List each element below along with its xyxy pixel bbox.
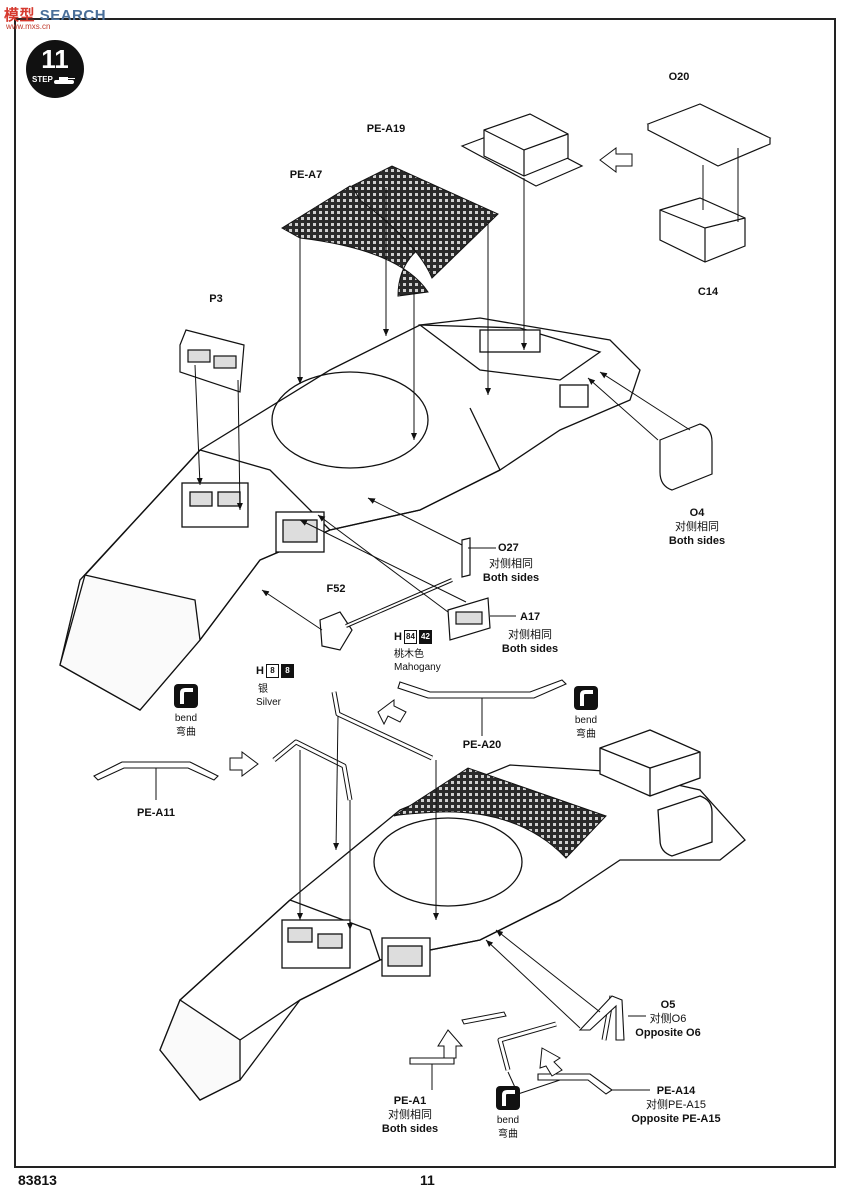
label-silver-en: Silver <box>256 697 282 708</box>
paint-code-box: 8 <box>265 664 279 679</box>
mesh-screen-installed <box>393 767 607 859</box>
label-pe-a7: PE-A7 <box>289 169 323 181</box>
label-p3: P3 <box>209 293 223 305</box>
label-pe-a1: PE-A1 <box>393 1095 427 1107</box>
label-mahogany-cn: 桃木色 <box>394 649 424 660</box>
callout-o5: O5 对侧O6 Opposite O6 <box>635 998 700 1040</box>
watermark-search: SEARCH <box>39 7 107 24</box>
grab-rail-pe-a11 <box>93 761 219 781</box>
label-pe-a1-cn: 对侧相同 <box>387 1109 432 1121</box>
label-c14: C14 <box>697 286 719 298</box>
bend-en: bend <box>574 715 598 726</box>
label-a17-en: Both sides <box>501 643 559 655</box>
bend-en: bend <box>174 713 198 724</box>
label-o4-en: Both sides <box>668 535 726 547</box>
label-pe-a20: PE-A20 <box>462 739 502 751</box>
label-pe-a14-cn: 对侧PE-A15 <box>646 1099 706 1111</box>
label-pe-a14-en: Opposite PE-A15 <box>631 1113 721 1125</box>
step-badge: 11 STEP <box>26 40 84 98</box>
label-o4-cn: 对侧相同 <box>674 521 719 533</box>
instruction-frame <box>14 18 836 1168</box>
bend-en: bend <box>496 1115 520 1126</box>
label-mahogany-en: Mahogany <box>394 662 441 673</box>
part-o5 <box>578 995 625 1041</box>
label-o27-en: Both sides <box>482 572 540 584</box>
paint-code-box: 42 <box>418 630 432 645</box>
callout-o4: O4 对侧相同 Both sides <box>669 506 725 548</box>
upper-hull <box>59 317 641 711</box>
watermark-site: www.mxs.cn <box>6 22 51 31</box>
hollow-arrow-1 <box>599 147 633 173</box>
label-o27: O27 <box>498 542 519 554</box>
bend-icon <box>174 684 198 708</box>
grab-rail-pe-a20 <box>397 679 567 699</box>
page-number: 11 <box>420 1172 435 1188</box>
label-pe-a14: PE-A14 <box>656 1085 696 1097</box>
callout-o27: 对侧相同 Both sides <box>483 557 539 585</box>
shovel-f52 <box>319 578 453 651</box>
bend-cn: 弯曲 <box>498 1129 518 1140</box>
hatch-o20 <box>646 103 772 167</box>
label-pe-a11: PE-A11 <box>137 807 175 819</box>
rail-pe-a14 <box>537 1073 613 1095</box>
label-o20: O20 <box>668 71 690 83</box>
callout-a17: 对侧相同 Both sides <box>502 628 558 656</box>
bend-cn: 弯曲 <box>576 729 596 740</box>
hatch-cover-o4 <box>659 423 713 491</box>
hatch-assembled <box>460 113 584 187</box>
bend-label-1: bend 弯曲 <box>175 712 197 740</box>
lower-hull <box>159 729 746 1101</box>
tank-icon <box>54 77 75 84</box>
label-o5: O5 <box>660 999 676 1011</box>
label-pe-a1-en: Both sides <box>381 1123 439 1135</box>
step-word: STEP <box>32 75 53 84</box>
label-o4: O4 <box>689 507 705 519</box>
label-o5-en: Opposite O6 <box>635 1027 701 1039</box>
bend-label-2: bend 弯曲 <box>575 714 597 742</box>
paint-h-mahogany: H <box>394 631 402 643</box>
rail-small-lower <box>461 1011 507 1025</box>
hatch-base-c14 <box>659 197 746 263</box>
hollow-arrow-4 <box>437 1029 464 1059</box>
bent-rails-core <box>273 691 614 1071</box>
kit-number: 83813 <box>18 1172 57 1188</box>
label-pe-a19: PE-A19 <box>366 123 406 135</box>
stowage-bin-p3 <box>179 329 245 393</box>
hollow-arrow-3 <box>229 751 259 777</box>
watermark-brand: 模型 <box>4 7 36 24</box>
label-o27-cn: 对侧相同 <box>488 558 533 570</box>
hollow-arrow-2 <box>377 699 407 726</box>
stowage-bin-a17 <box>447 597 491 641</box>
bend-icon <box>496 1086 520 1110</box>
label-a17: A17 <box>520 611 541 623</box>
leader-lines-upper <box>194 178 691 631</box>
label-o5-cn: 对侧O6 <box>649 1013 687 1025</box>
bend-label-3: bend 弯曲 <box>497 1114 519 1142</box>
label-a17-cn: 对侧相同 <box>507 629 552 641</box>
part-o27 <box>461 537 471 578</box>
paint-code-box: 8 <box>280 664 294 679</box>
bend-icon <box>574 686 598 710</box>
label-silver-cn: 银 <box>258 684 268 695</box>
callout-pe-a1: PE-A1 对侧相同 Both sides <box>382 1094 438 1136</box>
pe-a19-screen <box>351 165 499 279</box>
paint-h-silver: H <box>256 665 264 677</box>
rail-pe-a1 <box>409 1057 455 1065</box>
callout-pe-a14: PE-A14 对侧PE-A15 Opposite PE-A15 <box>631 1084 720 1126</box>
bend-cn: 弯曲 <box>176 727 196 738</box>
step-number: 11 <box>41 44 69 74</box>
label-f52: F52 <box>326 583 346 595</box>
watermark-logo: 模型 SEARCH <box>4 4 106 25</box>
hollow-arrow-5 <box>539 1047 563 1077</box>
paint-code-box: 84 <box>403 630 417 645</box>
